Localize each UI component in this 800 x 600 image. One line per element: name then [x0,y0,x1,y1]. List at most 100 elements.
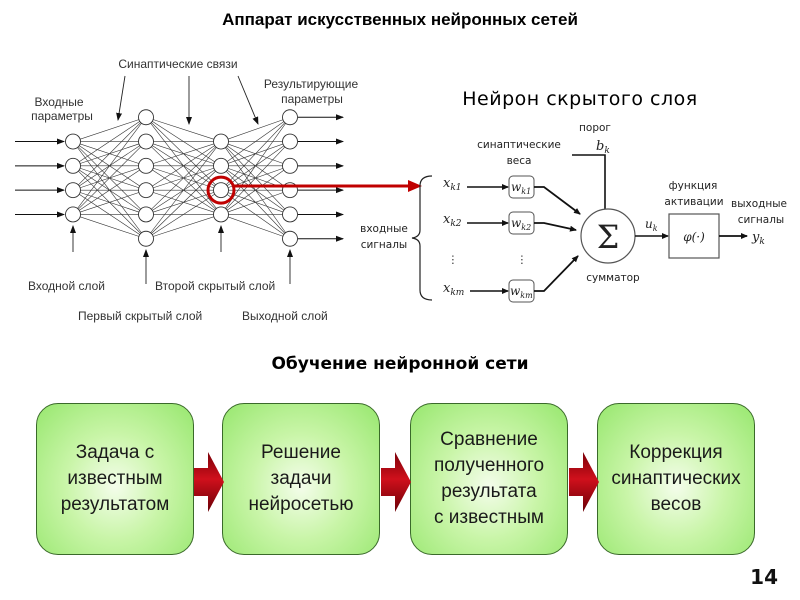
ellipsis-w: ⋮ [517,254,528,266]
input-row-m: xkm wkm [443,255,579,303]
label-hidden1: Первый скрытый слой [78,309,202,323]
network-nodes [65,109,298,247]
threshold-arrow [572,154,608,216]
step-label: Коррекция синаптических весов [611,442,741,515]
neural-network-diagram: Синаптические связи Входные параметры Ре… [15,57,359,323]
activation-symbol: φ(·) [683,230,705,244]
step-weight-correction: Коррекция синаптических весов [597,403,755,555]
neuron-node [65,157,81,174]
svg-text:wkm: wkm [510,284,533,300]
label-result-params-1: Результирующие [264,77,359,91]
threshold-label: порог [579,122,611,134]
neuron-node [213,157,229,174]
label-output-layer: Выходной слой [242,309,328,323]
synapse-line [72,141,147,215]
output-label-1: выходные [731,198,787,210]
synapse-line [145,189,222,240]
input-row-1: xk1 wk1 [443,175,581,215]
synapse-line [72,165,147,215]
activation-box [668,213,720,259]
neuron-node [282,230,298,247]
label-input-params-1: Входные [34,95,83,109]
step-known-task: Задача с известным результатом [36,403,194,555]
synapse-line [145,141,222,239]
step-label: Задача с известным результатом [60,442,170,515]
neuron-model-diagram: порог bk синаптические веса входные сигн… [360,122,787,303]
synapse-line [72,214,147,240]
synapse-line [72,117,147,167]
synapse-line [220,141,291,215]
synapse-line [220,165,291,215]
label-result-params-2: параметры [281,92,343,106]
input-brace [411,175,433,301]
neuron-node [213,206,229,223]
slide-title: Аппарат искусственных нейронных сетей [222,10,578,29]
connector-arrowhead [408,180,422,192]
threshold-symbol: bk [596,139,610,156]
synapse-line [220,117,291,191]
synapse-line [72,189,147,215]
flow-arrow-icon [569,452,599,512]
neuron-node [65,182,81,199]
pointer-synaptic-3 [237,75,259,125]
neuron-node [65,206,81,223]
flow-arrow-icon [381,452,411,512]
svg-text:wk2: wk2 [511,216,531,232]
io-arrows [15,114,344,242]
label-input-params-2: параметры [31,109,93,123]
output-label-2: сигналы [738,214,784,226]
ellipsis-x: ⋮ [448,254,459,266]
y-symbol: yk [751,230,765,247]
step-label: Решение задачи нейросетью [248,442,354,515]
neuron-title: Нейрон скрытого слоя [462,88,698,110]
synapse-line [72,117,147,215]
svg-text:xk1: xk1 [443,176,462,193]
label-input-layer: Входной слой [28,279,105,293]
synapse-line [220,116,291,142]
neuron-node [282,157,298,174]
neuron-node [65,133,81,150]
svg-text:xk2: xk2 [443,212,462,229]
svg-text:xkm: xkm [443,281,464,298]
page-number: 14 [750,565,778,589]
neuron-node [138,109,154,126]
adder-label: сумматор [586,272,640,284]
flow-arrow-icon [194,452,224,512]
synapse-line [145,141,222,167]
synapse-line [220,189,291,215]
step-label: Сравнение полученного результата с извес… [433,429,545,528]
u-symbol: uk [645,217,658,233]
step-network-solution: Решение задачи нейросетью [222,403,380,555]
synapse-line [145,214,222,240]
synapse-line [145,141,222,215]
neuron-node [282,206,298,223]
label-hidden2: Второй скрытый слой [155,279,275,293]
inputs-label-1: входные [360,223,408,235]
neuron-node [213,182,229,199]
synapse-line [145,116,222,142]
neuron-node [138,133,154,150]
synapse-line [220,117,291,167]
training-title: Обучение нейронной сети [271,354,529,374]
synapse-line [145,141,222,191]
sum-icon: Σ [597,218,620,256]
neuron-node [138,230,154,247]
neuron-node [213,133,229,150]
neuron-node [138,206,154,223]
neuron-node [138,157,154,174]
zoom-connector-arrow [234,180,422,192]
neuron-node [282,133,298,150]
neuron-node [138,182,154,199]
label-synaptic-links: Синаптические связи [118,57,237,71]
label-pointers [70,75,293,284]
synapse-line [145,165,222,239]
activation-label-1: функция [669,180,718,192]
pointer-synaptic-1 [116,75,126,121]
synapse-line [72,116,147,142]
activation-label-2: активации [664,196,723,208]
weights-label-1: синаптические [477,139,561,151]
highlight-circle [206,175,236,205]
neuron-node [282,109,298,126]
svg-text:wk1: wk1 [511,180,531,196]
weights-label-2: веса [507,155,532,167]
